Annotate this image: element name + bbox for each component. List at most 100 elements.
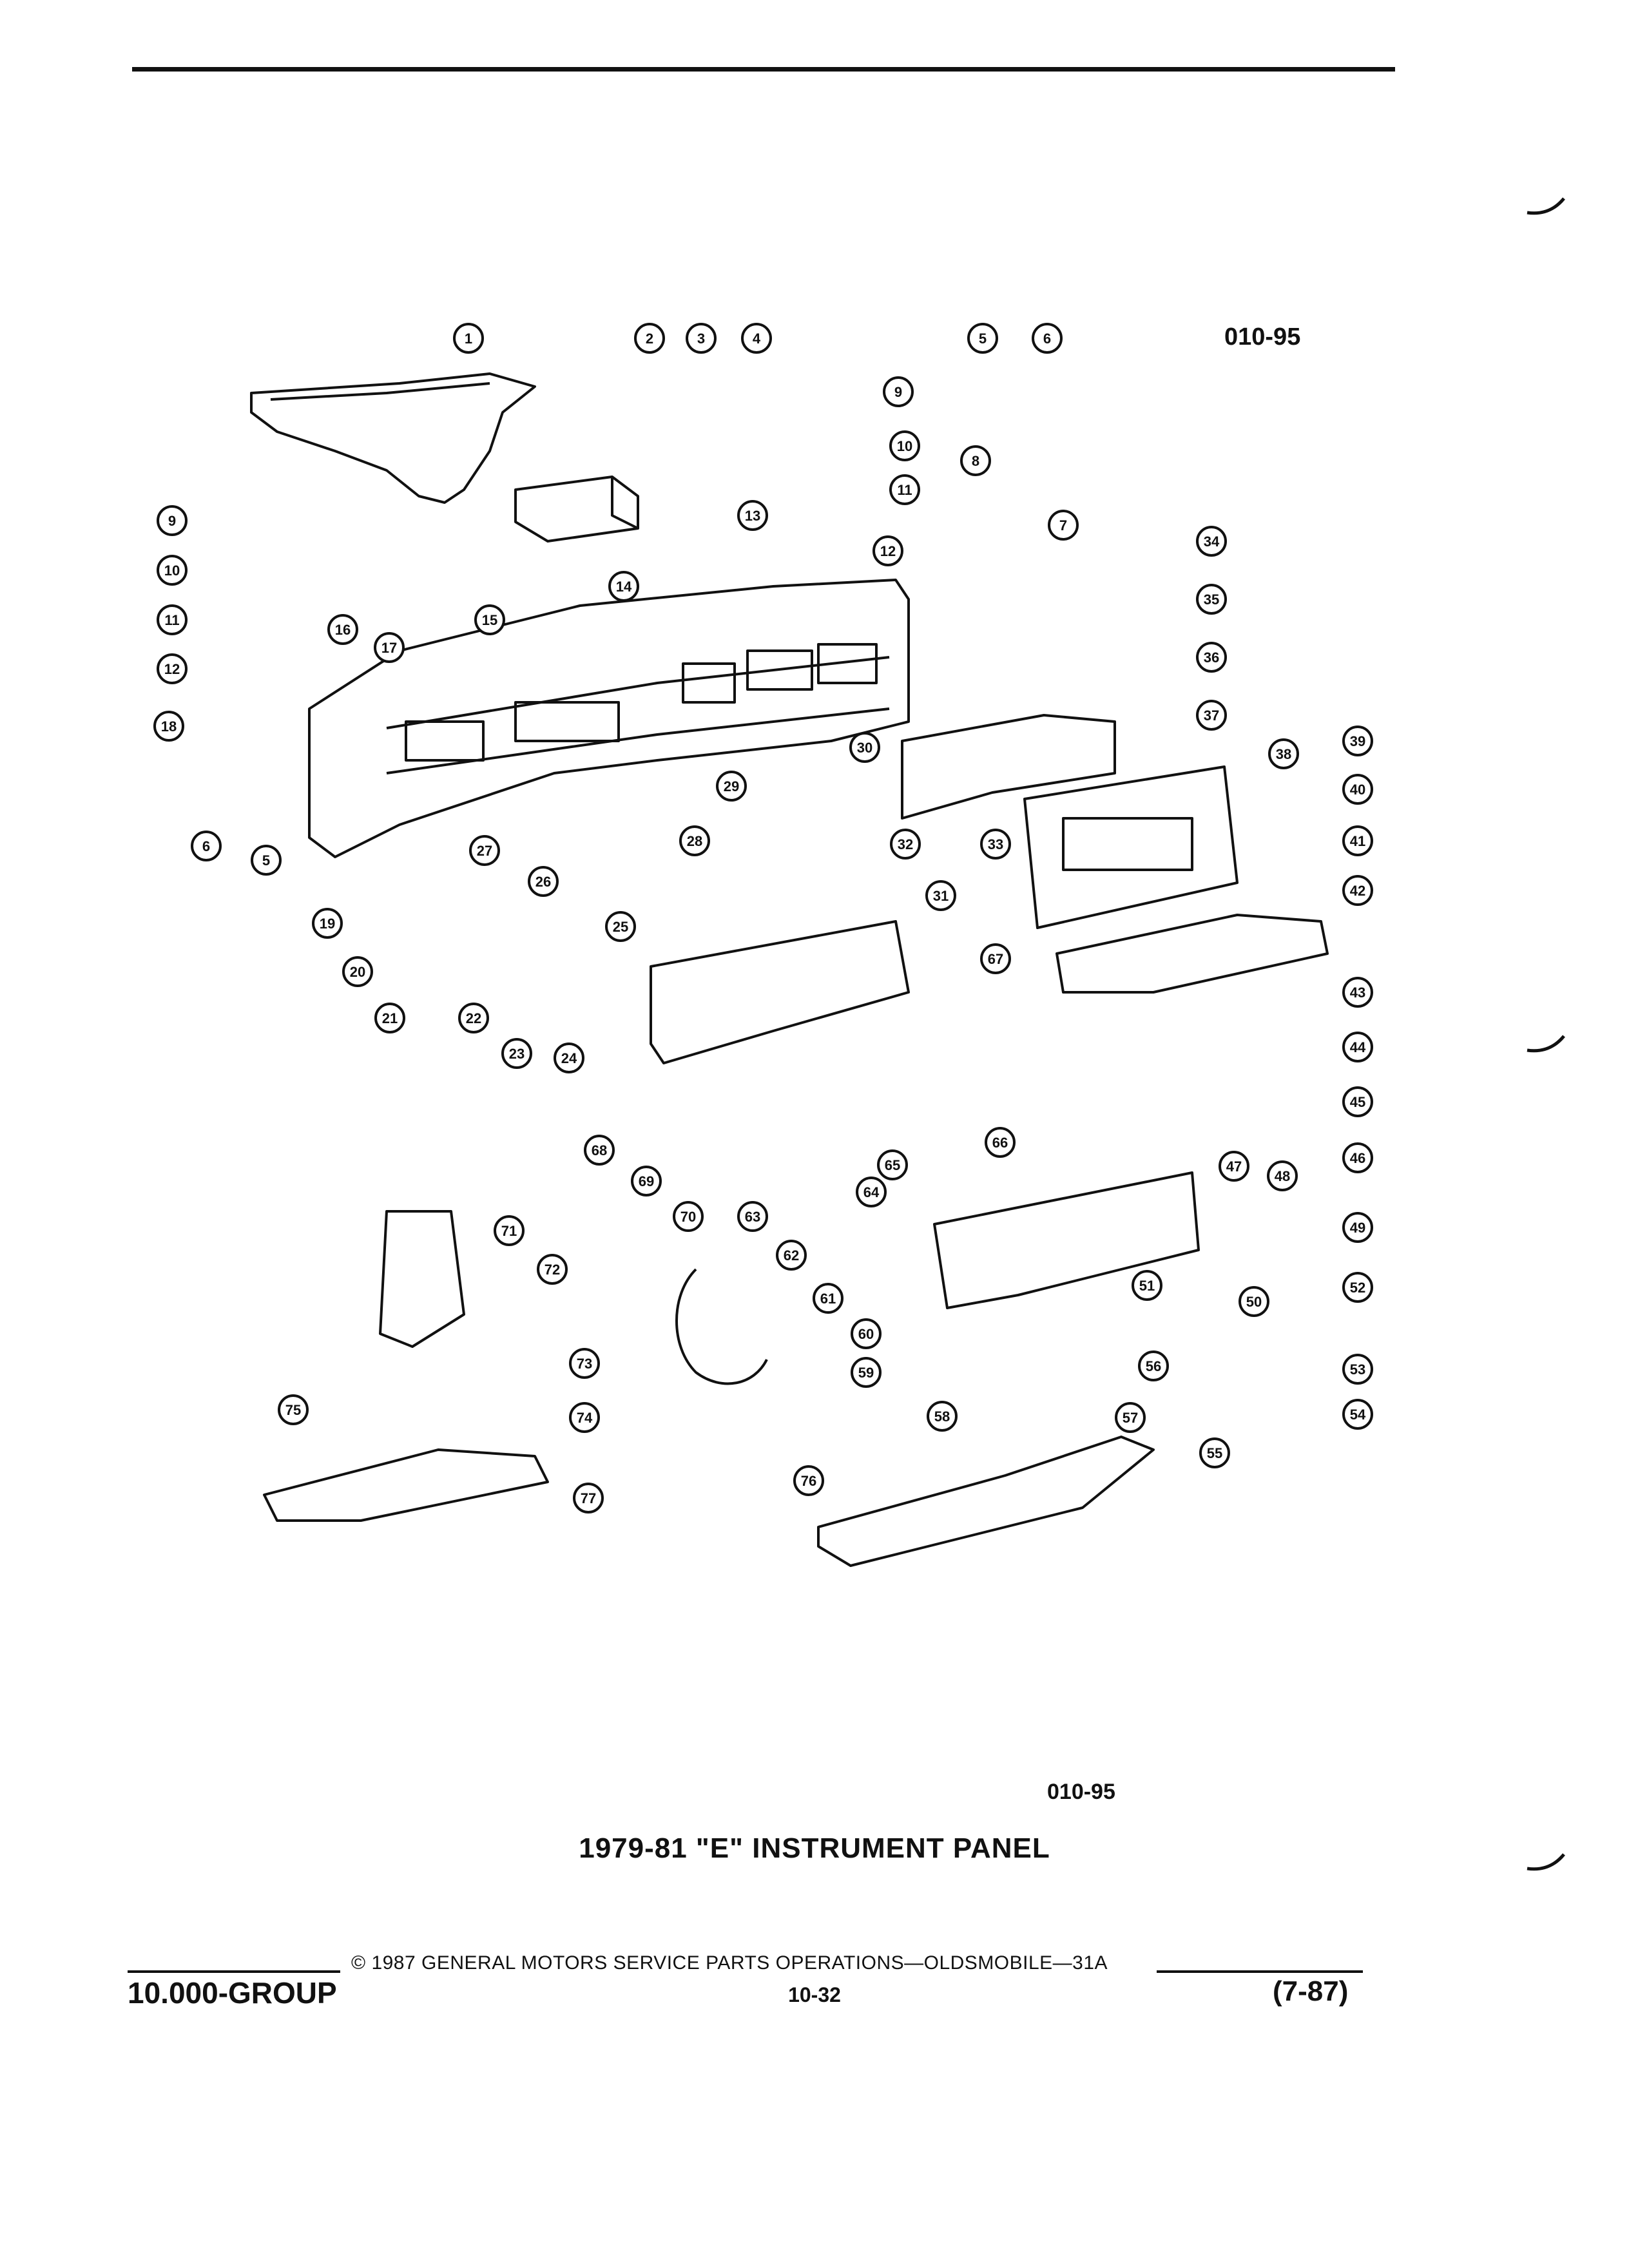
callout-circle-6 xyxy=(191,831,222,861)
callout-circle-42 xyxy=(1342,875,1373,906)
callout-number: 23 xyxy=(509,1046,525,1062)
callout-number: 10 xyxy=(164,562,180,579)
callout-number: 14 xyxy=(616,579,632,595)
callout-circle-3 xyxy=(686,323,717,354)
callout-circle-55 xyxy=(1199,1437,1230,1468)
callout-number: 64 xyxy=(863,1184,880,1200)
callout-number: 62 xyxy=(784,1247,799,1264)
callout-circle-59 xyxy=(851,1357,882,1388)
callout-circle-14 xyxy=(608,571,639,602)
callout-number: 4 xyxy=(753,331,761,347)
callout-number: 30 xyxy=(857,740,872,756)
callout-number: 58 xyxy=(934,1408,950,1425)
callout-circle-51 xyxy=(1132,1270,1162,1301)
callout-circle-70 xyxy=(673,1201,704,1232)
callout-circle-19 xyxy=(312,908,343,939)
lower-trim-panel xyxy=(933,1171,1200,1309)
callout-number: 50 xyxy=(1246,1294,1262,1310)
callout-number: 69 xyxy=(639,1173,654,1189)
callout-number: 9 xyxy=(168,513,176,529)
callout-circle-29 xyxy=(716,771,747,802)
callout-number: 6 xyxy=(1043,331,1051,347)
callout-circle-49 xyxy=(1342,1212,1373,1243)
callout-circle-33 xyxy=(980,829,1011,860)
callout-number: 55 xyxy=(1207,1445,1222,1461)
callout-circle-1 xyxy=(453,323,484,354)
callout-number: 48 xyxy=(1275,1168,1290,1184)
callout-circle-69 xyxy=(631,1166,662,1196)
page-number: 10-32 xyxy=(788,1983,841,2006)
callout-number: 9 xyxy=(894,384,902,400)
callout-number: 68 xyxy=(592,1142,607,1158)
callout-number: 16 xyxy=(335,622,351,638)
callout-circle-64 xyxy=(856,1177,887,1207)
callout-number: 67 xyxy=(988,951,1003,967)
callout-number: 12 xyxy=(880,543,896,559)
callout-number: 10 xyxy=(897,438,912,454)
callout-circle-34 xyxy=(1196,526,1227,557)
callout-circle-24 xyxy=(554,1043,584,1073)
callout-circle-5 xyxy=(251,845,282,876)
air-duct xyxy=(250,372,536,504)
callout-number: 54 xyxy=(1350,1407,1366,1423)
callout-number: 5 xyxy=(979,331,987,347)
tray xyxy=(1055,914,1329,994)
glove-box xyxy=(901,714,1116,820)
callout-number: 7 xyxy=(1059,517,1067,533)
callout-circle-18 xyxy=(153,711,184,742)
callout-circle-10 xyxy=(157,555,188,586)
callout-number: 13 xyxy=(745,508,760,524)
callout-circle-4 xyxy=(741,323,772,354)
callout-circle-53 xyxy=(1342,1354,1373,1385)
header-rule xyxy=(132,67,1395,72)
binding-mark xyxy=(1527,197,1565,215)
callout-circle-38 xyxy=(1268,738,1299,769)
callout-circle-27 xyxy=(469,835,500,866)
callout-circle-36 xyxy=(1196,642,1227,673)
callout-number: 6 xyxy=(202,838,210,854)
callout-number: 47 xyxy=(1226,1158,1242,1175)
callout-circle-75 xyxy=(278,1394,309,1425)
callout-circle-32 xyxy=(890,829,921,860)
callout-number: 43 xyxy=(1350,985,1365,1001)
callout-number: 57 xyxy=(1123,1410,1138,1426)
callout-number: 44 xyxy=(1350,1039,1366,1055)
callout-number: 59 xyxy=(858,1365,874,1381)
callout-number: 61 xyxy=(820,1291,836,1307)
callout-circle-54 xyxy=(1342,1399,1373,1430)
callout-circle-60 xyxy=(851,1318,882,1349)
callout-circle-41 xyxy=(1342,825,1373,856)
figure-caption: 1979-81 "E" INSTRUMENT PANEL xyxy=(579,1832,1050,1864)
callout-number: 66 xyxy=(992,1135,1008,1151)
callout-number: 15 xyxy=(482,612,497,628)
callout-number: 33 xyxy=(988,836,1003,852)
callout-circle-40 xyxy=(1342,774,1373,805)
callout-number: 34 xyxy=(1204,533,1220,550)
callout-number: 39 xyxy=(1350,733,1365,749)
radio-unit xyxy=(514,476,639,543)
callout-number: 18 xyxy=(161,718,177,735)
callout-number: 46 xyxy=(1350,1150,1365,1166)
callout-circle-26 xyxy=(528,866,559,897)
callout-number: 37 xyxy=(1204,707,1219,724)
callout-number: 24 xyxy=(561,1050,577,1066)
callout-circle-73 xyxy=(569,1348,600,1379)
callout-number: 41 xyxy=(1350,833,1365,849)
copyright-line: © 1987 GENERAL MOTORS SERVICE PARTS OPER… xyxy=(351,1952,1108,1974)
callout-circle-45 xyxy=(1342,1086,1373,1117)
callout-number: 76 xyxy=(801,1473,816,1489)
kick-panel xyxy=(817,1436,1155,1567)
callout-circle-46 xyxy=(1342,1142,1373,1173)
callout-number: 40 xyxy=(1350,782,1365,798)
callout-number: 70 xyxy=(680,1209,696,1225)
callout-number: 49 xyxy=(1350,1220,1365,1236)
callout-circle-11 xyxy=(889,474,920,505)
callout-number: 45 xyxy=(1350,1094,1365,1110)
callout-circle-7 xyxy=(1048,510,1079,541)
callout-number: 22 xyxy=(466,1010,481,1026)
callout-circle-9 xyxy=(157,505,188,536)
callout-number: 35 xyxy=(1204,591,1219,608)
callout-number: 21 xyxy=(382,1010,398,1026)
callout-number: 65 xyxy=(885,1157,900,1173)
